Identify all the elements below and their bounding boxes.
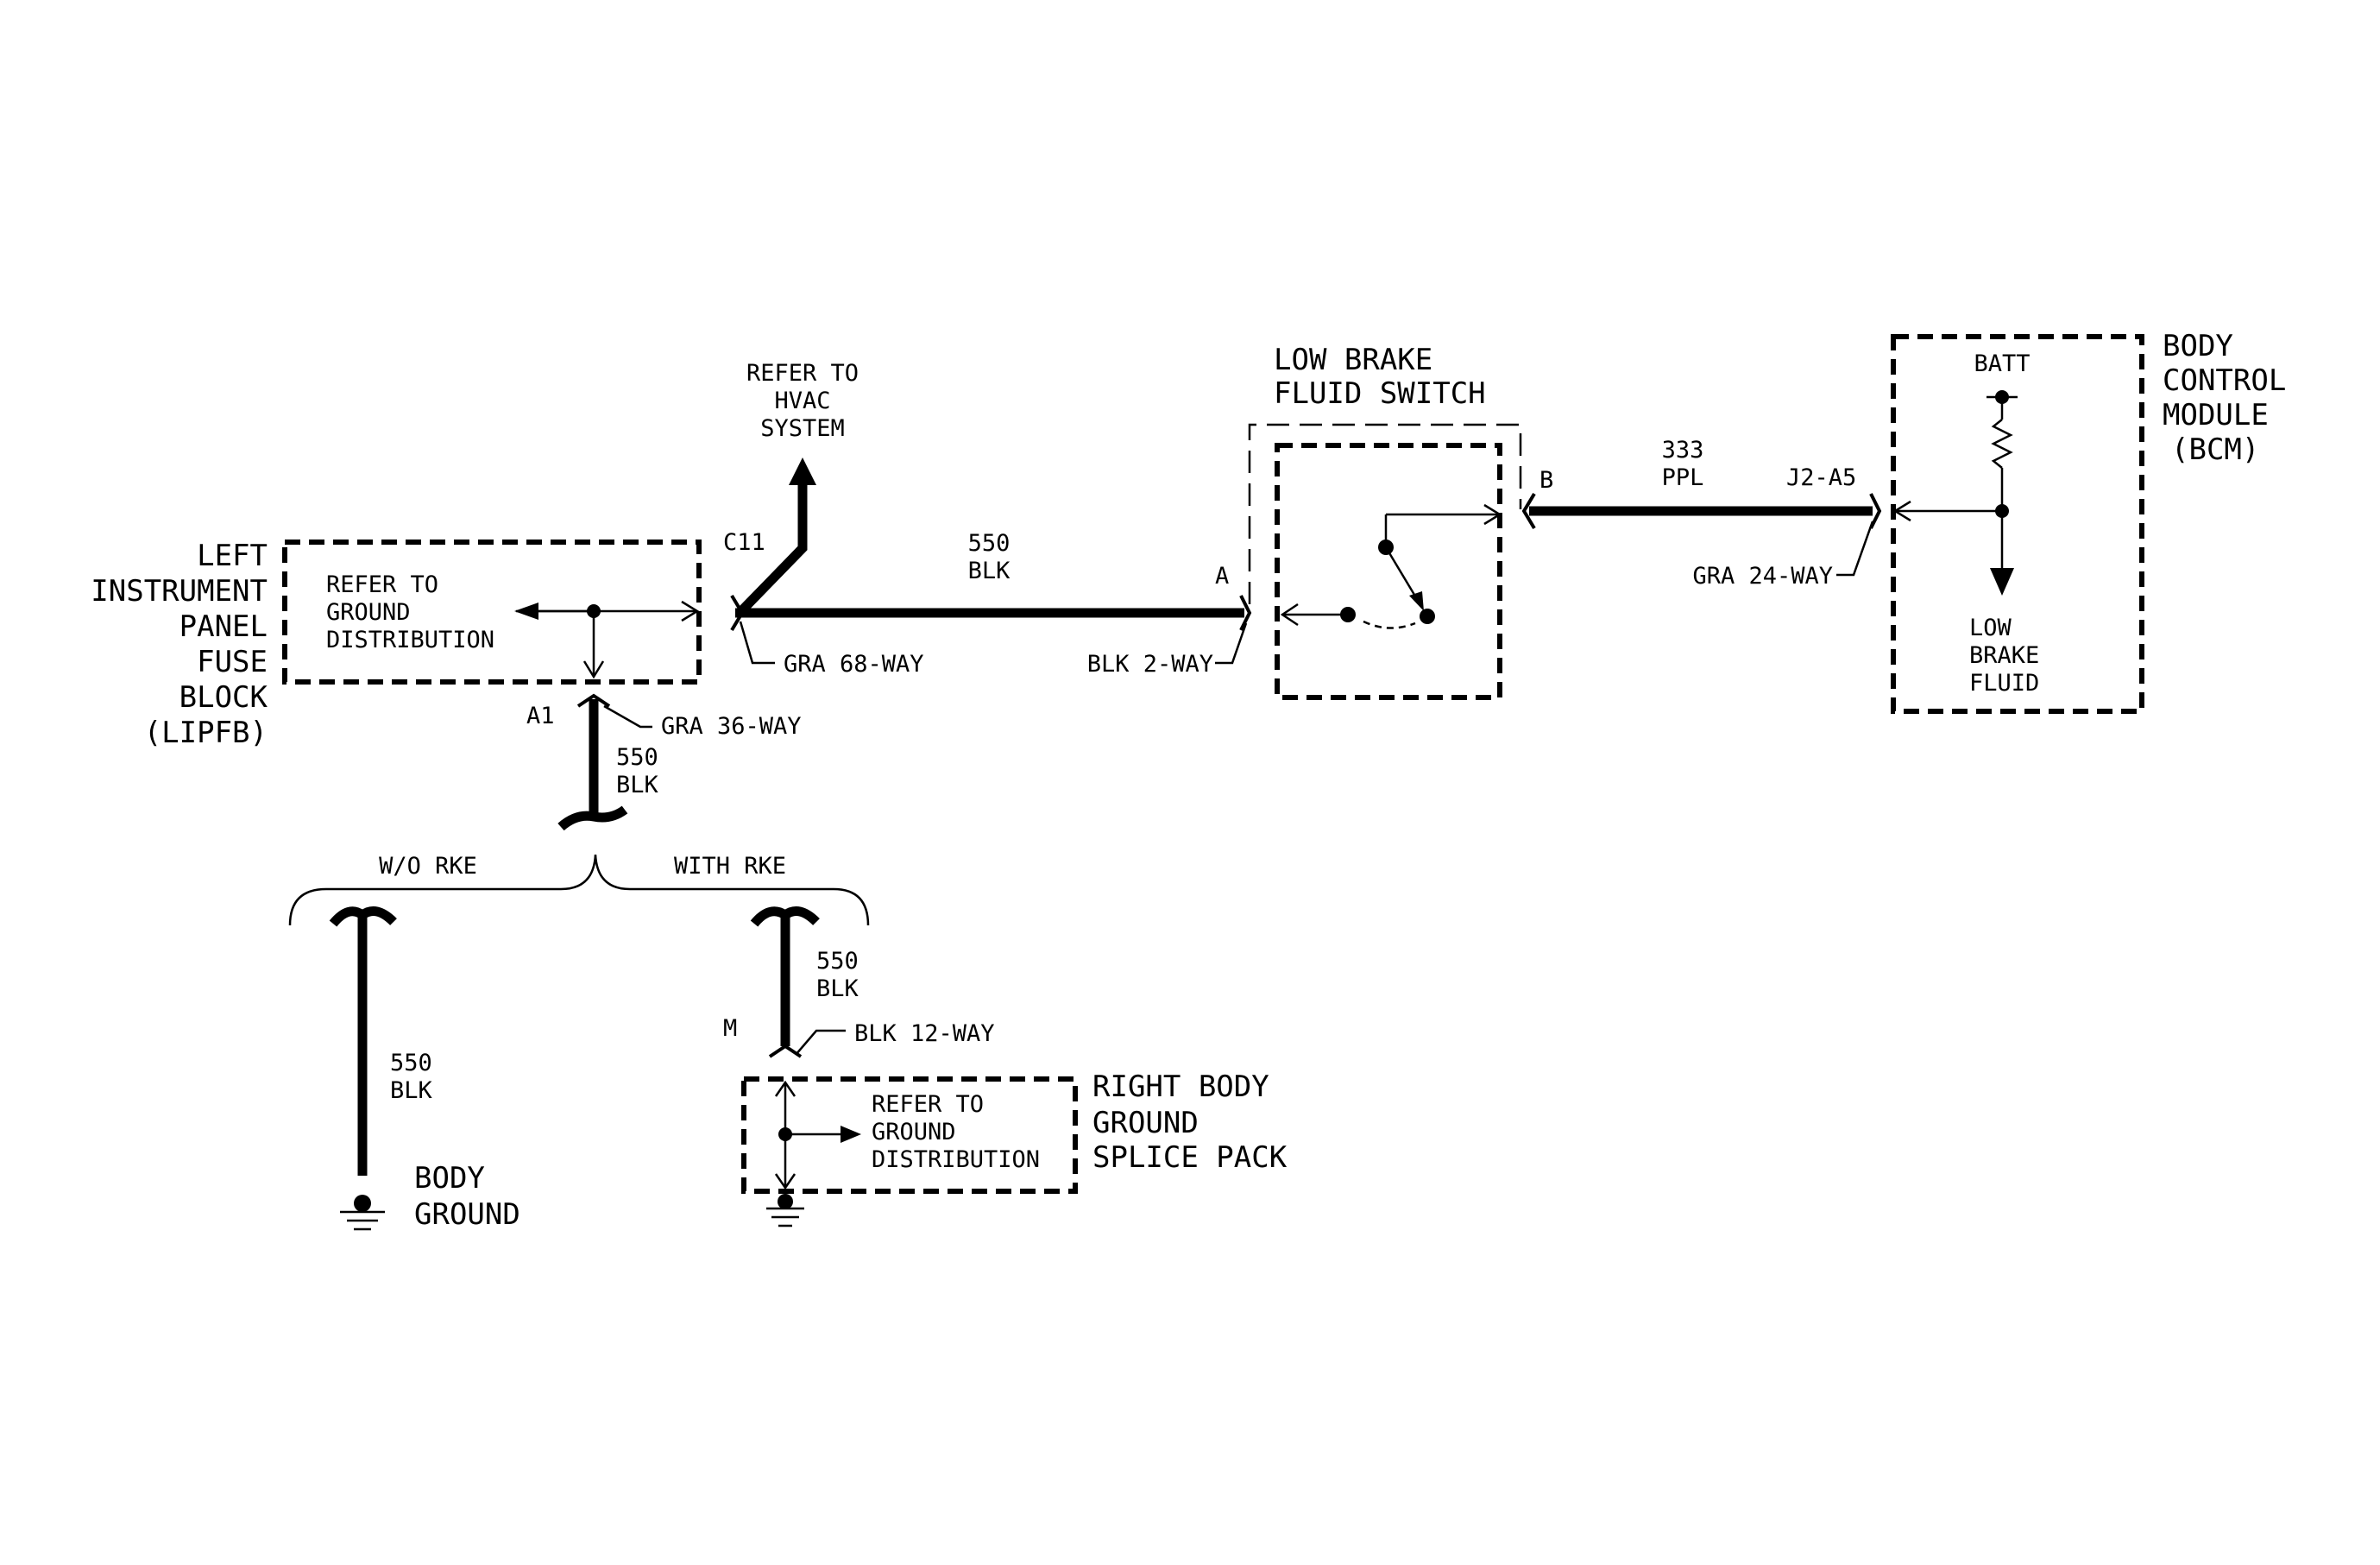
blk12-label: BLK 12-WAY [854,1020,995,1047]
bcm-signal-line-3: FLUID [1969,670,2039,697]
option-without-rke: W/O RKE [379,853,477,880]
pin-a-connector-icon [1239,595,1252,631]
hvac-ref-line-3: SYSTEM [760,415,845,442]
fuse-block-name-line-5: BLOCK [179,680,268,715]
splice-pack-ground-icon [766,1194,804,1227]
c11-label: C11 [723,529,765,556]
splice-pack-name-line-2: GROUND [1092,1106,1199,1140]
bcm-outline [1891,334,2144,714]
a1-connector-icon [576,693,611,708]
gra68-label: GRA 68-WAY [784,651,924,678]
body-ground-icon [340,1195,385,1231]
gra36-label: GRA 36-WAY [661,713,802,740]
rke-wo-color: BLK [390,1077,433,1104]
down-wire-break-icon [557,805,628,831]
bcm-batt-label: BATT [1974,350,2030,377]
blk12-leader [795,1029,846,1056]
rke-wo-circuit: 550 [390,1050,432,1076]
gra36-leader [603,704,652,729]
fuse-block-ref-line-1: REFER TO [326,571,438,598]
main-wire-color: BLK [968,558,1011,584]
bcm-name-line-2: CONTROL [2163,363,2286,398]
hvac-reference: REFER TO HVAC SYSTEM [736,360,859,616]
splice-pack-ref-line-2: GROUND [872,1119,956,1145]
gra24-leader [1836,521,1874,577]
c11-connector-icon [730,594,745,632]
switch-contact-a [1340,607,1356,622]
fuse-block-name-line-3: PANEL [179,609,268,644]
fuse-block: LEFT INSTRUMENT PANEL FUSE BLOCK (LIPFB)… [91,539,702,750]
switch-blade-arrow-icon [1409,591,1424,611]
hvac-ref-line-1: REFER TO [746,360,859,387]
fuse-block-name-line-1: LEFT [197,539,268,573]
bcm-signal-line-2: BRAKE [1969,642,2039,669]
hvac-arrow-icon [789,458,816,485]
blk2-leader [1215,622,1248,665]
down-wire: A1 GRA 36-WAY 550 BLK [526,693,802,831]
pin-b-connector-icon [1521,492,1536,530]
switch-contact-b [1420,609,1435,624]
bcm-signal-line-1: LOW [1969,615,2012,641]
rke-with-circuit: 550 [816,948,859,975]
j2a5-label: J2-A5 [1786,464,1856,491]
down-wire-circuit: 550 [616,744,658,771]
splice-pack-ref-line-3: DISTRIBUTION [872,1146,1040,1173]
pin-m-label: M [723,1015,737,1042]
splice-pack-ref-line-1: REFER TO [872,1091,984,1118]
pin-b-label: B [1539,467,1553,494]
pin-a-label: A [1215,563,1229,590]
a1-label: A1 [526,703,555,729]
bcm-signal-arrow-icon [1990,568,2014,596]
bcm-resistor-icon [1991,419,2013,469]
switch-name-line-1: LOW BRAKE [1274,343,1432,377]
switch-name-line-2: FLUID SWITCH [1274,376,1486,411]
option-with-rke: WITH RKE [674,853,786,880]
main-wire-circuit: 550 [968,530,1011,557]
fuse-block-ref-line-3: DISTRIBUTION [326,627,494,653]
gra24-label: GRA 24-WAY [1692,563,1833,590]
rke-without-branch: 550 BLK BODY GROUND [329,906,520,1232]
brake-fluid-switch: LOW BRAKE FLUID SWITCH [1248,343,1522,700]
rke-with-color: BLK [816,975,859,1002]
hvac-ref-line-2: HVAC [774,388,830,414]
bcm-name-line-4: (BCM) [2171,432,2259,467]
splice-pack-outline [741,1076,1078,1194]
blk2-label: BLK 2-WAY [1087,651,1213,678]
pin-m-connector-icon [768,1044,803,1058]
switch-inner-outline [1275,443,1502,700]
switch-component-outline [1248,423,1522,604]
rke-with-branch: 550 BLK M BLK 12-WAY REFER TO GROUND DIS… [723,906,1288,1227]
bcm-name-line-3: MODULE [2163,398,2269,432]
gra68-leader [739,621,775,665]
fuse-block-outline [282,540,702,685]
down-wire-color: BLK [616,772,659,798]
j2a5-connector-icon [1869,493,1882,529]
bcm-wire-color: PPL [1662,464,1704,491]
bcm-wire-circuit: 333 [1662,437,1704,464]
splice-pack-name-line-1: RIGHT BODY [1092,1070,1269,1104]
hvac-branch-wire [736,483,808,616]
main-wire: C11 550 BLK A GRA 68-WAY BLK 2-WAY [723,529,1252,678]
bcm-name-line-1: BODY [2163,329,2233,363]
fuse-block-ref-line-2: GROUND [326,599,411,626]
body-control-module: BODY CONTROL MODULE (BCM) BATT LOW BRAKE… [1891,329,2286,714]
splice-pack-name-line-3: SPLICE PACK [1092,1140,1288,1175]
fuse-block-name-line-6: (LIPFB) [144,716,268,750]
fuse-block-name-line-2: INSTRUMENT [91,574,268,609]
body-ground-line-1: BODY [414,1161,485,1196]
splice-pack-arrow-icon [841,1126,861,1143]
fuse-block-internal-bus [514,600,700,679]
body-ground-line-2: GROUND [414,1197,520,1232]
rke-option-bracket: W/O RKE WITH RKE [288,853,870,926]
bcm-wire: B 333 PPL J2-A5 GRA 24-WAY [1521,437,1882,590]
fuse-block-name-line-4: FUSE [197,645,268,679]
